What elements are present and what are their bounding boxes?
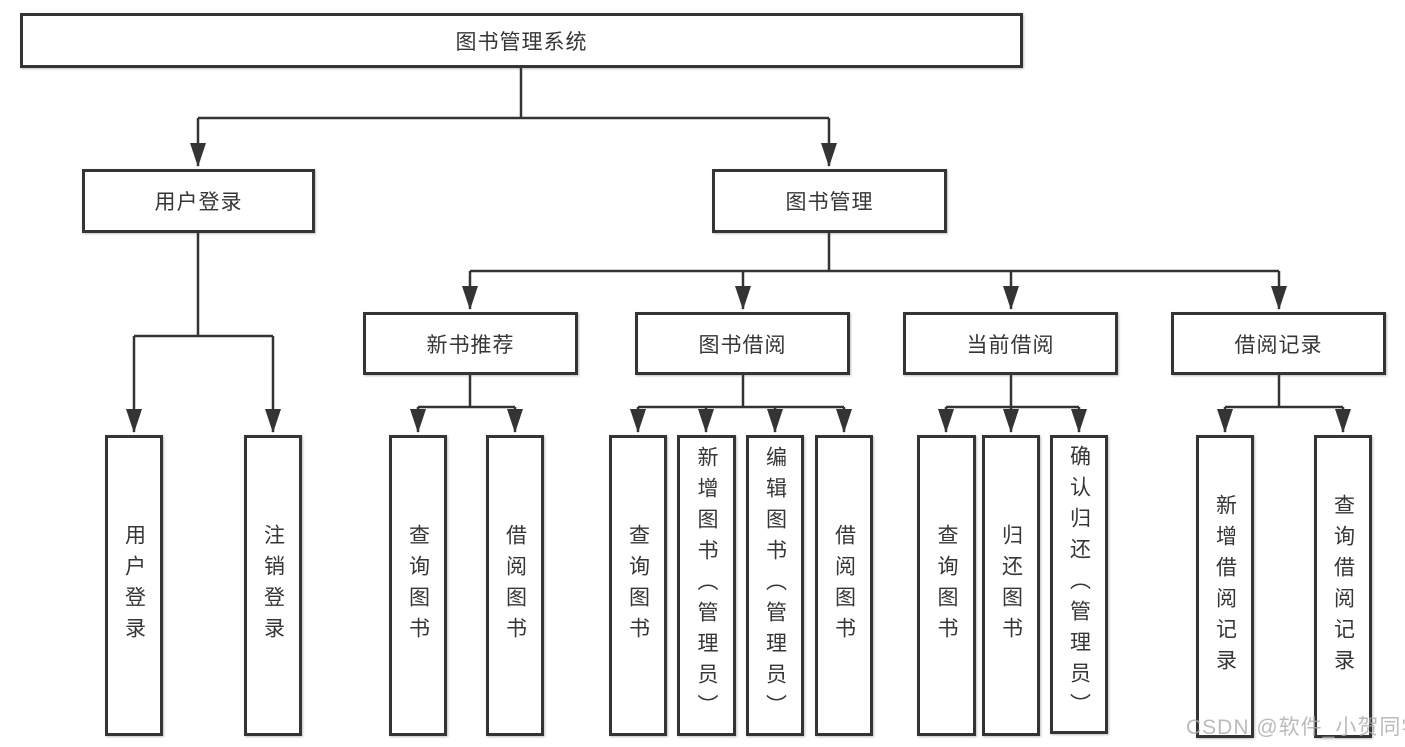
leaf-query-book-recommend-label: 查询图书 bbox=[406, 523, 430, 648]
leaf-query-book-current-label: 查询图书 bbox=[935, 523, 959, 648]
leaf-edit-book-admin-label: 编辑图书（管理员） bbox=[763, 446, 787, 725]
node-new-book-recommend: 新书推荐 bbox=[363, 312, 578, 375]
leaf-add-borrow-record: 新增借阅记录 bbox=[1196, 435, 1254, 738]
leaf-edit-book-admin: 编辑图书（管理员） bbox=[746, 435, 804, 736]
leaf-query-borrow-record: 查询借阅记录 bbox=[1314, 435, 1372, 738]
leaf-return-book-label: 归还图书 bbox=[999, 523, 1023, 648]
node-user-login: 用户登录 bbox=[82, 169, 315, 233]
leaf-add-book-admin-label: 新增图书（管理员） bbox=[695, 446, 719, 725]
leaf-query-book-borrow: 查询图书 bbox=[609, 435, 667, 736]
node-book-borrow-label: 图书借阅 bbox=[698, 333, 787, 357]
csdn-watermark: CSDN @软件_小贺同学 bbox=[1186, 716, 1405, 739]
node-new-book-recommend-label: 新书推荐 bbox=[426, 333, 515, 357]
node-library-system: 图书管理系统 bbox=[20, 13, 1023, 68]
leaf-return-book: 归还图书 bbox=[982, 435, 1040, 736]
node-user-login-label: 用户登录 bbox=[154, 191, 243, 214]
node-book-borrow: 图书借阅 bbox=[635, 312, 850, 375]
node-borrow-records-label: 借阅记录 bbox=[1234, 333, 1323, 357]
leaf-query-book-borrow-label: 查询图书 bbox=[626, 523, 650, 648]
leaf-add-borrow-record-label: 新增借阅记录 bbox=[1213, 493, 1237, 680]
leaf-logout: 注销登录 bbox=[244, 435, 302, 736]
leaf-confirm-return-admin: 确认归还（管理员） bbox=[1050, 435, 1108, 734]
leaf-borrow-book: 借阅图书 bbox=[815, 435, 873, 736]
leaf-borrow-book-label: 借阅图书 bbox=[832, 523, 856, 648]
leaf-query-borrow-record-label: 查询借阅记录 bbox=[1331, 493, 1355, 680]
leaf-logout-label: 注销登录 bbox=[261, 523, 285, 648]
leaf-add-book-admin: 新增图书（管理员） bbox=[677, 435, 736, 736]
node-book-management-label: 图书管理 bbox=[785, 191, 874, 214]
node-library-system-label: 图书管理系统 bbox=[455, 30, 588, 54]
node-current-borrow-label: 当前借阅 bbox=[966, 333, 1055, 357]
leaf-query-book-current: 查询图书 bbox=[917, 435, 976, 736]
leaf-user-login-label: 用户登录 bbox=[122, 523, 146, 648]
leaf-borrow-book-recommend: 借阅图书 bbox=[486, 435, 544, 736]
node-book-management: 图书管理 bbox=[712, 169, 947, 233]
leaf-borrow-book-recommend-label: 借阅图书 bbox=[503, 523, 527, 648]
leaf-confirm-return-admin-label: 确认归还（管理员） bbox=[1067, 445, 1091, 724]
leaf-user-login: 用户登录 bbox=[105, 435, 163, 736]
node-current-borrow: 当前借阅 bbox=[903, 312, 1118, 375]
node-borrow-records: 借阅记录 bbox=[1171, 312, 1386, 375]
leaf-query-book-recommend: 查询图书 bbox=[389, 435, 447, 736]
